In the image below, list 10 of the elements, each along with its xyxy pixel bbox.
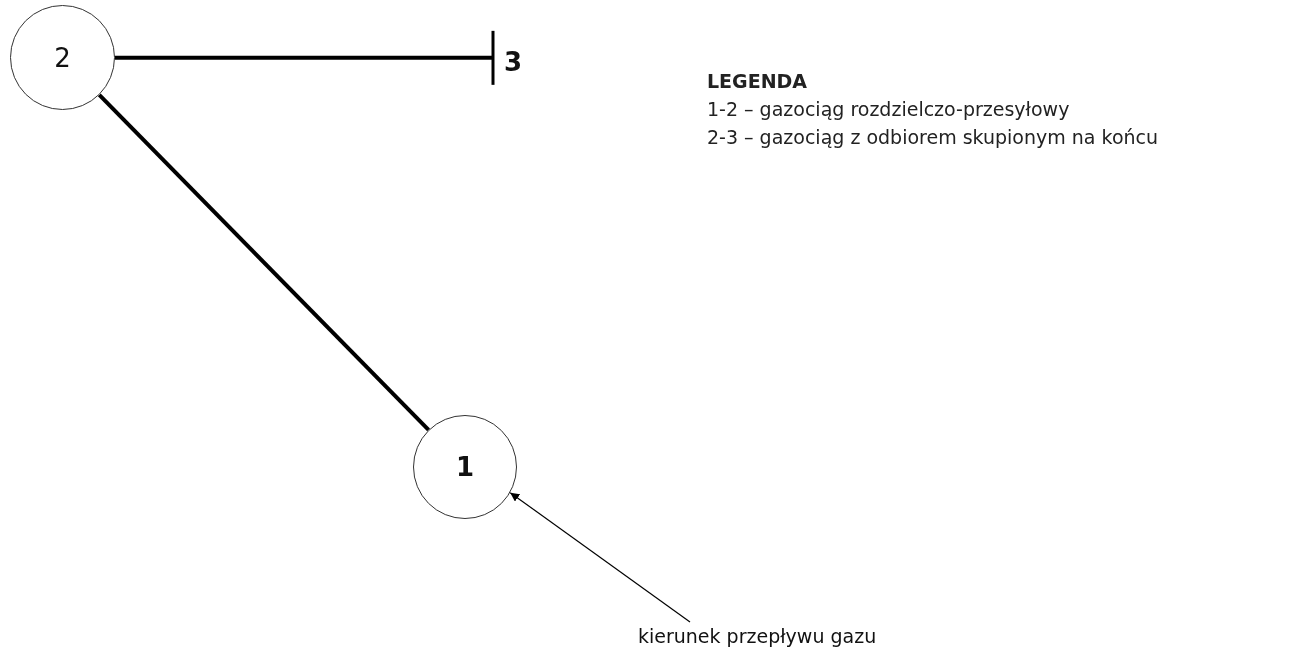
pipeline-line (97, 93, 430, 432)
annotation-text: kierunek przepływu gazu (638, 622, 888, 650)
node-number: 3 (493, 44, 538, 80)
legend-entry: 1-2 – gazociąg rozdzielczo-przesyłowy (707, 98, 1070, 120)
pipeline-line (115, 29, 495, 87)
legend-title: LEGENDA (707, 70, 808, 92)
arrow (509, 492, 691, 623)
legend-entry: 2-3 – gazociąg z odbiorem skupionym na końcu (707, 126, 1159, 148)
node-number: 1 (455, 452, 475, 482)
node-number: 2 (54, 42, 71, 73)
